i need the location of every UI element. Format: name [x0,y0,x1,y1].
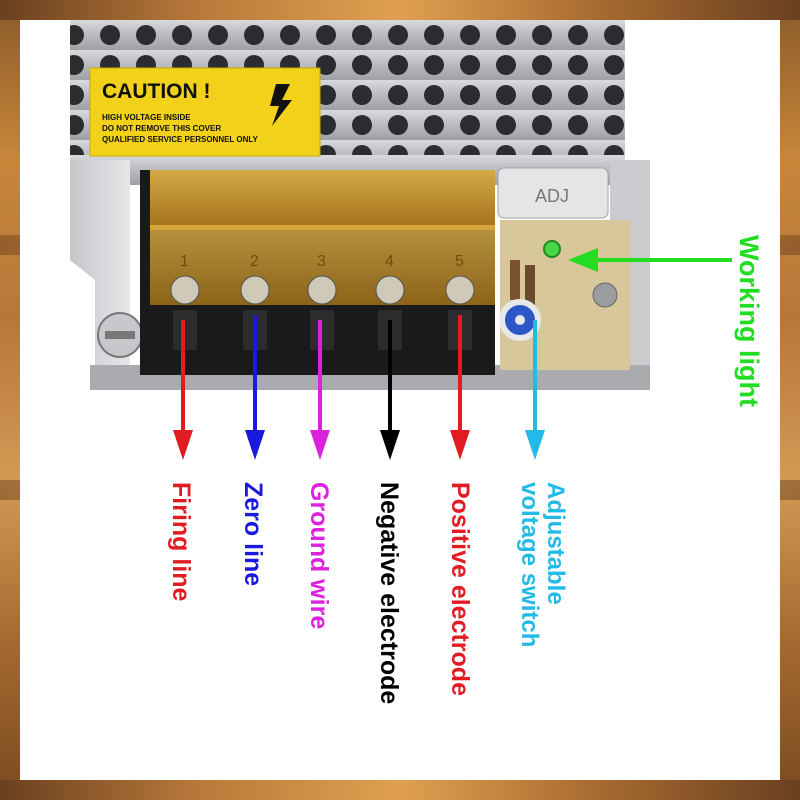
arrow-firing-line [173,320,193,460]
resistor-2 [525,265,535,305]
terminal-number-3: 3 [317,253,326,270]
label-ground-wire: Ground wire [305,482,333,630]
caution-line-2: DO NOT REMOVE THIS COVER [102,124,221,133]
potentiometer-screw [515,315,525,325]
caution-line-1: HIGH VOLTAGE INSIDE [102,113,191,122]
label-adjustable-line-2: voltage switch [516,482,543,648]
adj-label: ADJ [535,186,569,206]
arrow-adjustable-voltage-switch [525,320,545,460]
terminal-number-1: 1 [180,253,189,270]
label-adjustable-line-1: Adjustable [542,482,569,605]
label-positive-electrode: Positive electrode [446,482,474,696]
caution-line-3: QUALIFIED SERVICE PERSONNEL ONLY [102,135,259,144]
arrow-negative-electrode [380,320,400,460]
arrow-ground-wire [310,320,330,460]
product-photo-panel: CAUTION ! HIGH VOLTAGE INSIDE DO NOT REM… [20,20,780,780]
label-working-light: Working light [734,235,764,407]
arrow-working-light [568,248,732,272]
terminal-number-5: 5 [455,253,464,270]
frame-band-top [0,0,800,20]
label-firing-line: Firing line [167,482,195,602]
resistor-1 [510,260,520,300]
board-screw [592,282,618,308]
label-negative-electrode: Negative electrode [375,482,403,705]
caution-title: CAUTION ! [102,80,211,103]
arrow-positive-electrode [450,315,470,460]
adj-label-plate [497,167,609,219]
screw-slot [105,331,135,339]
frame-band-bottom [0,780,800,800]
high-voltage-icon [270,84,292,126]
terminal-cover-top [150,170,495,230]
working-light-led [543,240,561,258]
power-supply-illustration: CAUTION ! HIGH VOLTAGE INSIDE DO NOT REM… [70,20,732,460]
caution-sticker: CAUTION ! HIGH VOLTAGE INSIDE DO NOT REM… [89,67,321,157]
terminal-number-4: 4 [385,253,394,270]
terminal-block: 1 2 3 4 5 [140,170,495,375]
terminal-number-2: 2 [250,253,259,270]
arrow-zero-line [245,315,265,460]
label-zero-line: Zero line [239,482,267,587]
